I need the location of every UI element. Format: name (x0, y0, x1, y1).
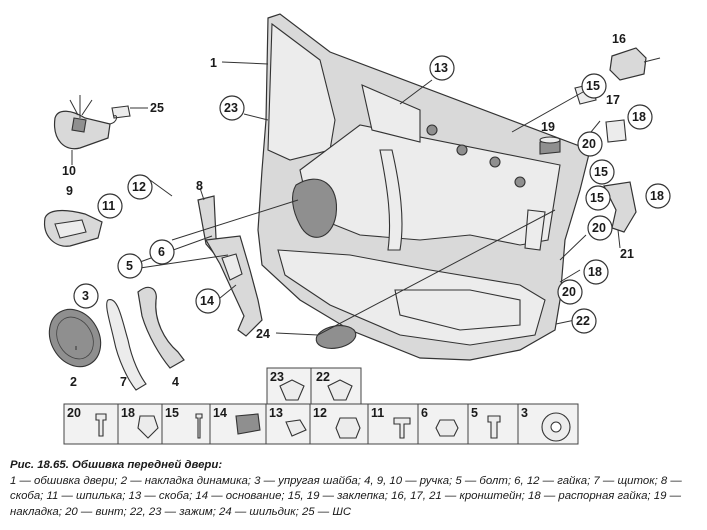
callout-10: 10 (62, 164, 76, 178)
callout-12: 12 (132, 180, 146, 194)
callout-25: 25 (150, 101, 164, 115)
wiring-connector-25 (109, 105, 131, 125)
callout-20b: 20 (592, 221, 606, 235)
strip-label-11: 11 (371, 406, 384, 420)
handle-10 (53, 95, 111, 150)
strip-label-5: 5 (471, 406, 478, 420)
rivet-19 (539, 136, 561, 155)
strip-label-22: 22 (316, 370, 330, 384)
strip-label-20: 20 (67, 406, 81, 420)
strip-label-14: 14 (213, 406, 227, 420)
callout-20c: 20 (562, 285, 576, 299)
callout-4: 4 (172, 375, 179, 389)
leader-lines (71, 61, 621, 350)
bracket-21 (603, 181, 637, 233)
callout-7: 7 (120, 375, 127, 389)
strip-label-13: 13 (269, 406, 283, 420)
callout-labels: 1 13 23 16 15 25 17 18 19 20 15 10 12 8 … (62, 32, 671, 389)
callout-24: 24 (256, 327, 270, 341)
callout-18b: 18 (650, 189, 664, 203)
strip-label-23: 23 (270, 370, 284, 384)
strip-label-15: 15 (165, 406, 179, 420)
callout-13: 13 (434, 61, 448, 75)
door-trim-exploded-diagram: 1 13 23 16 15 25 17 18 19 20 15 10 12 8 … (43, 13, 671, 445)
callout-18c: 18 (588, 265, 602, 279)
callout-18a: 18 (632, 110, 646, 124)
callout-14: 14 (200, 294, 214, 308)
callout-16: 16 (612, 32, 626, 46)
hardware-strip: 23 22 20 18 15 14 13 12 11 6 5 3 (63, 367, 579, 445)
callout-22: 22 (576, 314, 590, 328)
strip-label-18: 18 (121, 406, 135, 420)
handle-9 (43, 209, 103, 247)
speaker-cover-2 (48, 308, 102, 368)
caption-legend: 1 — обшивка двери; 2 — накладка динамика… (10, 474, 682, 518)
callout-11: 11 (102, 199, 115, 213)
callout-6: 6 (158, 245, 165, 259)
callout-8: 8 (196, 179, 203, 193)
callout-3: 3 (82, 289, 89, 303)
callout-15a: 15 (586, 79, 600, 93)
strip-label-3: 3 (521, 406, 528, 420)
callout-19: 19 (541, 120, 555, 134)
callout-23: 23 (224, 101, 238, 115)
handle-4 (137, 286, 185, 369)
callout-20a: 20 (582, 137, 596, 151)
callout-9: 9 (66, 184, 73, 198)
callout-1: 1 (210, 56, 217, 70)
bracket-16 (609, 47, 661, 81)
callout-5: 5 (126, 259, 133, 273)
shield-7 (106, 299, 147, 391)
callout-15b: 15 (594, 165, 608, 179)
callout-17: 17 (606, 93, 620, 107)
door-panel (257, 13, 591, 361)
callout-15c: 15 (590, 191, 604, 205)
figure-caption: Рис. 18.65. Обшивка передней двери: 1 — … (10, 458, 700, 528)
strip-label-6: 6 (421, 406, 428, 420)
strip-label-12: 12 (313, 406, 327, 420)
callout-2: 2 (70, 375, 77, 389)
callout-21: 21 (620, 247, 634, 261)
caption-title: Рис. 18.65. Обшивка передней двери: (10, 459, 223, 471)
